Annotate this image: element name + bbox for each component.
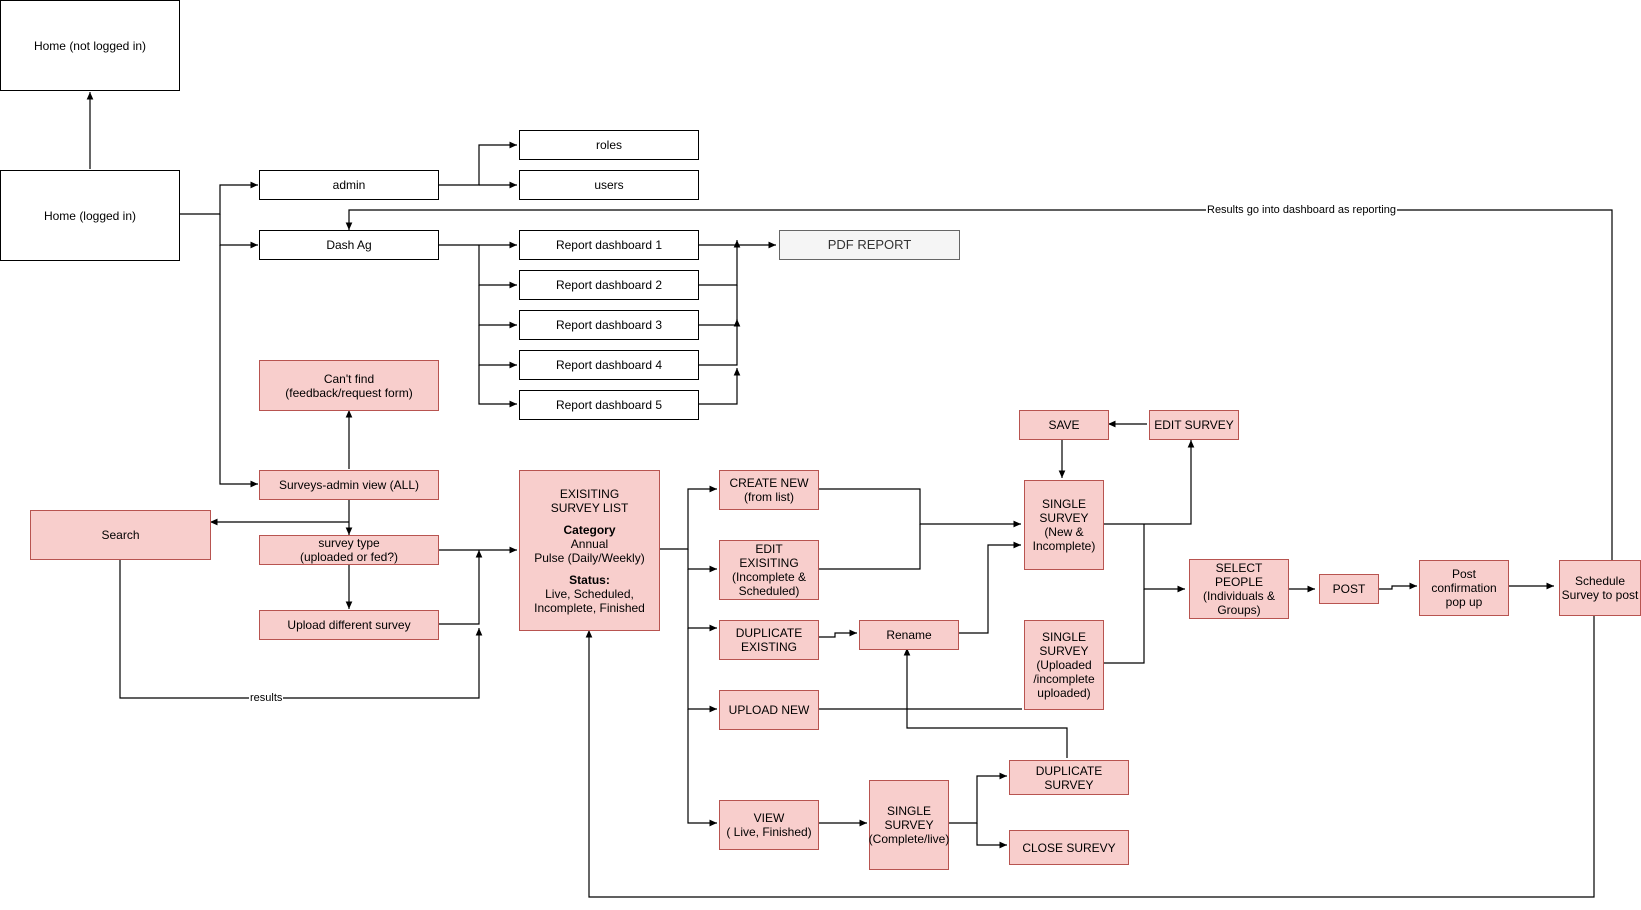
pdf-report-node: PDF REPORT bbox=[779, 230, 960, 260]
edge-rename-to-single bbox=[957, 541, 1021, 634]
edge-single-to-select bbox=[1143, 524, 1185, 593]
view-node: VIEW ( Live, Finished) bbox=[719, 800, 819, 850]
save-node: SAVE bbox=[1019, 410, 1109, 440]
admin-node: admin bbox=[259, 170, 439, 200]
edge-single-complete-to-duplicate bbox=[947, 772, 1007, 824]
edge-single-to-edit-survey bbox=[1101, 440, 1195, 525]
edge-post-to-confirmation bbox=[1375, 582, 1417, 590]
edge-home-to-admin bbox=[180, 181, 258, 215]
single-survey-new-node: SINGLE SURVEY (New & Incomplete) bbox=[1024, 480, 1104, 570]
edge-create-to-single bbox=[817, 488, 1021, 528]
edge-list-to-create bbox=[658, 485, 717, 550]
edge-home-to-surveys bbox=[219, 245, 258, 488]
post-confirmation-node: Post confirmation pop up bbox=[1419, 560, 1509, 616]
edge-label-results-to-dashboard: Results go into dashboard as reporting bbox=[1206, 204, 1397, 216]
edge-label-results: results bbox=[249, 692, 284, 704]
select-people-node: SELECT PEOPLE (Individuals & Groups) bbox=[1189, 559, 1289, 619]
close-survey-node: CLOSE SUREVY bbox=[1009, 830, 1129, 865]
report-dashboard-2-node: Report dashboard 2 bbox=[519, 270, 699, 300]
edge-edit-to-single bbox=[817, 524, 921, 570]
existing-survey-list-node: EXISITING SURVEY LIST Category Annual Pu… bbox=[519, 470, 660, 631]
edge-single-complete-to-close bbox=[976, 823, 1007, 849]
edge-dash-to-report-5 bbox=[478, 365, 517, 408]
home-not-logged-in-node: Home (not logged in) bbox=[0, 0, 180, 91]
existing-list-category-values: Annual Pulse (Daily/Weekly) bbox=[534, 536, 645, 565]
single-survey-uploaded-node: SINGLE SURVEY (Uploaded /incomplete uplo… bbox=[1024, 620, 1104, 710]
edge-duplicate-to-rename bbox=[817, 629, 857, 638]
edge-list-to-upload-new bbox=[687, 628, 717, 713]
edge-upload-to-list bbox=[439, 550, 483, 625]
dash-ag-node: Dash Ag bbox=[259, 230, 439, 260]
cant-find-node: Can't find (feedback/request form) bbox=[259, 360, 439, 411]
edge-dash-to-report-4 bbox=[478, 325, 517, 369]
edge-list-to-view bbox=[687, 709, 717, 827]
duplicate-existing-node: DUPLICATE EXISTING bbox=[719, 620, 819, 660]
edge-report-2-to-pdf bbox=[697, 240, 741, 286]
surveys-admin-view-node: Surveys-admin view (ALL) bbox=[259, 470, 439, 500]
edit-survey-node: EDIT SURVEY bbox=[1149, 410, 1239, 440]
users-node: users bbox=[519, 170, 699, 200]
schedule-node: Schedule Survey to post bbox=[1559, 560, 1641, 616]
report-dashboard-3-node: Report dashboard 3 bbox=[519, 310, 699, 340]
roles-node: roles bbox=[519, 130, 699, 160]
existing-list-status-values: Live, Scheduled, Incomplete, Finished bbox=[534, 586, 645, 615]
survey-type-node: survey type (uploaded or fed?) bbox=[259, 535, 439, 565]
edge-list-to-edit bbox=[687, 549, 717, 573]
duplicate-survey-node: DUPLICATE SURVEY bbox=[1009, 760, 1129, 795]
single-survey-complete-node: SINGLE SURVEY (Complete/live) bbox=[869, 780, 949, 870]
edge-schedule-to-list bbox=[585, 616, 1595, 898]
report-dashboard-5-node: Report dashboard 5 bbox=[519, 390, 699, 420]
edit-existing-node: EDIT EXISITING (Incomplete & Scheduled) bbox=[719, 540, 819, 600]
edge-report-3-to-pdf bbox=[697, 285, 738, 326]
search-node: Search bbox=[30, 510, 211, 560]
existing-list-category-heading: Category bbox=[563, 522, 616, 537]
rename-node: Rename bbox=[859, 620, 959, 650]
existing-list-status-heading: Status: bbox=[569, 572, 610, 587]
report-dashboard-4-node: Report dashboard 4 bbox=[519, 350, 699, 380]
upload-different-survey-node: Upload different survey bbox=[259, 610, 439, 640]
edge-admin-to-roles bbox=[439, 141, 517, 186]
edge-dash-to-report-3 bbox=[478, 285, 517, 329]
edge-home-to-dash bbox=[219, 214, 258, 249]
existing-list-title: EXISITING SURVEY LIST bbox=[550, 486, 629, 515]
edge-dash-to-report-2 bbox=[478, 245, 517, 289]
upload-new-node: UPLOAD NEW bbox=[719, 690, 819, 730]
edge-search-results bbox=[119, 559, 483, 699]
edge-report-5-to-pdf bbox=[697, 368, 741, 405]
edge-duplicate-survey-to-rename bbox=[903, 648, 1068, 758]
edge-schedule-to-dashboard bbox=[345, 209, 1613, 560]
post-node: POST bbox=[1319, 574, 1379, 604]
edge-single-uploaded-to-select bbox=[1101, 589, 1145, 664]
create-new-node: CREATE NEW (from list) bbox=[719, 470, 819, 510]
edge-list-to-duplicate bbox=[687, 569, 717, 632]
home-logged-in-node: Home (logged in) bbox=[0, 170, 180, 261]
report-dashboard-1-node: Report dashboard 1 bbox=[519, 230, 699, 260]
edge-report-4-to-pdf bbox=[697, 325, 738, 366]
